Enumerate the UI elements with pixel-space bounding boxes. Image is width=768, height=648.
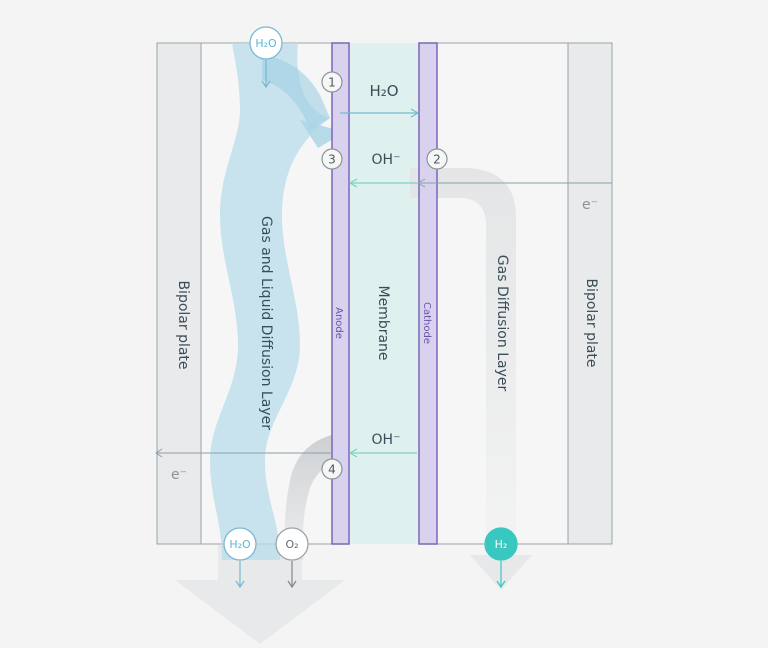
h2o-membrane-label: H₂O — [369, 82, 398, 100]
membrane — [349, 43, 419, 544]
h2o-outlet-bubble: H₂O — [223, 527, 257, 589]
anode-label: Anode — [333, 307, 344, 339]
oh-upper-arrowhead — [348, 178, 358, 188]
electron-arrowhead-left — [155, 448, 163, 458]
step-marker-1: 1 — [321, 71, 343, 93]
oh-lower-label: OH⁻ — [372, 432, 401, 448]
h2-outlet-bubble: H₂ — [484, 527, 518, 589]
h2o-transport-arrowhead — [410, 108, 420, 118]
step-marker-2: 2 — [426, 148, 448, 170]
cathode-electrode — [418, 42, 438, 545]
outflow-arrow-shape — [175, 545, 345, 644]
oh-upper-label: OH⁻ — [372, 152, 401, 168]
step-marker-3: 3 — [321, 148, 343, 170]
bipolar-plate-left-label: Bipolar plate — [175, 280, 191, 369]
h2o-inlet-bubble: H₂O — [249, 26, 283, 89]
gas-liquid-diffusion-label: Gas and Liquid Diffusion Layer — [258, 216, 274, 430]
oh-lower-arrowhead — [348, 448, 358, 458]
electron-label-right: e⁻ — [582, 197, 598, 213]
step-label-2: 2 — [433, 153, 441, 167]
electron-label-left: e⁻ — [171, 467, 187, 483]
step-label-3: 3 — [328, 153, 336, 167]
bipolar-plate-left — [156, 42, 202, 545]
oh-upper-cathode-arrowhead — [416, 178, 426, 188]
step-label-4: 4 — [328, 463, 336, 477]
water-inflow-shape — [262, 55, 330, 130]
cathode-label: Cathode — [421, 302, 432, 344]
bipolar-plate-right-label: Bipolar plate — [583, 278, 599, 367]
h2o-outlet-label: H₂O — [229, 538, 251, 551]
step-marker-4: 4 — [321, 458, 343, 480]
membrane-label: Membrane — [375, 285, 391, 360]
water-inlet-arrowhead — [300, 120, 345, 148]
hydrogen-flow-band — [410, 168, 516, 560]
o2-outlet-label: O₂ — [285, 538, 298, 551]
h2-outlet-label: H₂ — [495, 538, 508, 551]
oxygen-flow-band — [284, 432, 349, 560]
step-label-1: 1 — [328, 76, 336, 90]
o2-outlet-bubble: O₂ — [275, 527, 309, 589]
bipolar-plate-right — [567, 42, 613, 545]
h2o-inlet-label: H₂O — [255, 37, 277, 50]
water-flow-band — [210, 43, 330, 560]
gas-diffusion-label: Gas Diffusion Layer — [494, 255, 510, 392]
